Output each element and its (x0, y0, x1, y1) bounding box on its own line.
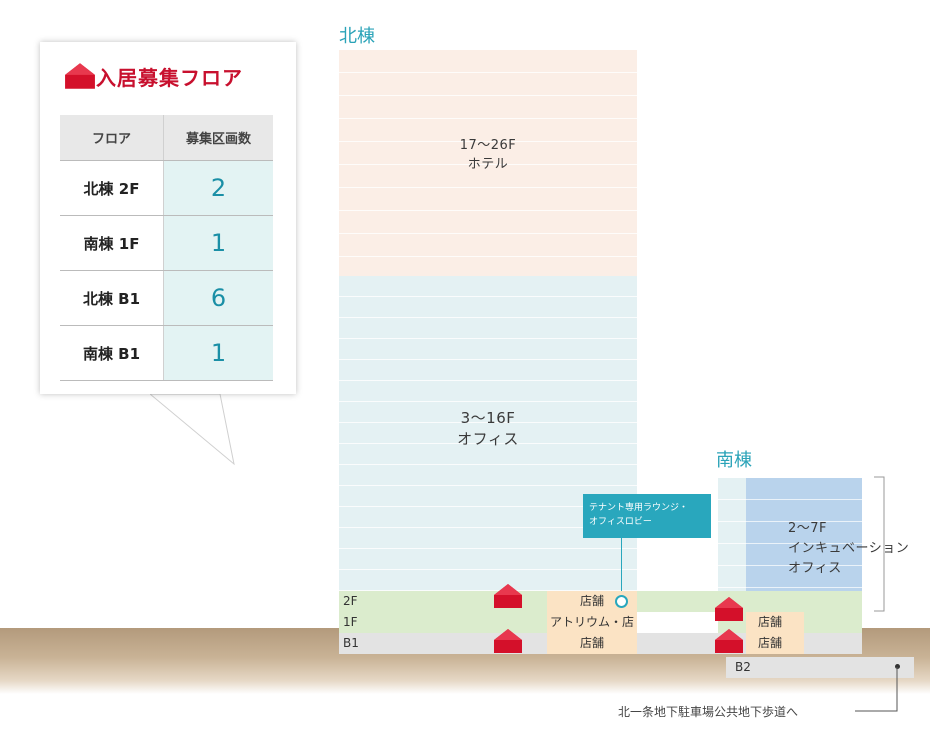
office-block (339, 276, 637, 591)
south-strip-block (718, 478, 746, 612)
shop-south-1f: 店舗 (746, 612, 804, 633)
row-floor: 北棟 2F (60, 160, 164, 216)
recruit-house-icon (715, 597, 743, 621)
lounge-line-2: オフィスロビー (589, 517, 652, 527)
incubation-block (746, 478, 862, 612)
north-building-title: 北棟 (339, 26, 375, 47)
passage-note: 北一条地下駐車場公共地下歩道へ (618, 705, 799, 719)
incubation-use-1: インキュベーション (788, 541, 910, 556)
south-building-title: 南棟 (716, 450, 752, 471)
office-use: オフィス (457, 430, 519, 448)
table-row: 南棟 B1 1 (60, 325, 273, 381)
passage-leader-line (855, 667, 898, 712)
row-count: 1 (163, 215, 273, 271)
panel-title: 入居募集フロア (96, 66, 243, 90)
hotel-label: 17〜26F ホテル (339, 136, 637, 174)
row-floor: 南棟 B1 (60, 325, 164, 381)
lounge-line-1: テナント専用ラウンジ・ (589, 503, 689, 513)
row-floor: 北棟 B1 (60, 270, 164, 326)
shop-north-b1: 店舗 (547, 633, 637, 654)
incubation-bracket (874, 476, 885, 612)
incubation-floors: 2〜7F (788, 521, 828, 536)
lounge-marker-icon (615, 595, 628, 608)
incubation-use-2: オフィス (788, 561, 842, 576)
callout-pointer (150, 393, 235, 466)
row-label-b1: B1 (343, 636, 359, 650)
shop-south-b1: 店舗 (746, 633, 804, 654)
row-label-1f: 1F (343, 615, 358, 629)
table-row: 北棟 B1 6 (60, 270, 273, 326)
shop-north-1f: アトリウム・店舗 (547, 612, 637, 650)
row-1f-gap (637, 612, 718, 633)
hotel-floors: 17〜26F (459, 138, 517, 153)
row-label-b2: B2 (735, 660, 751, 674)
table-header-row: フロア 募集区画数 (60, 115, 273, 161)
row-count: 6 (163, 270, 273, 326)
shop-north-2f-label: 店舗 (579, 594, 604, 608)
header-floor: フロア (60, 115, 164, 161)
row-count: 1 (163, 325, 273, 381)
row-count: 2 (163, 160, 273, 216)
header-count: 募集区画数 (163, 115, 273, 161)
passage-dot-icon (895, 664, 900, 669)
table-row: 北棟 2F 2 (60, 160, 273, 216)
row-floor: 南棟 1F (60, 215, 164, 271)
incubation-label: 2〜7F インキュベーション オフィス (788, 519, 909, 579)
recruit-house-icon (65, 63, 95, 89)
row-label-2f: 2F (343, 594, 358, 608)
office-floors: 3〜16F (460, 409, 516, 427)
office-label: 3〜16F オフィス (339, 408, 637, 450)
shop-north-2f: 店舗 (547, 591, 637, 612)
recruit-house-icon (494, 629, 522, 653)
recruit-house-icon (494, 584, 522, 608)
recruit-table: フロア 募集区画数 北棟 2F 2 南棟 1F 1 北棟 B1 6 南棟 B1 … (60, 115, 273, 381)
hotel-block (339, 50, 637, 276)
lounge-callout-line (621, 538, 622, 593)
hotel-use: ホテル (467, 157, 509, 172)
recruit-house-icon (715, 629, 743, 653)
lounge-callout: テナント専用ラウンジ・ オフィスロビー (583, 494, 711, 538)
table-row: 南棟 1F 1 (60, 215, 273, 271)
row-b2 (726, 657, 914, 678)
